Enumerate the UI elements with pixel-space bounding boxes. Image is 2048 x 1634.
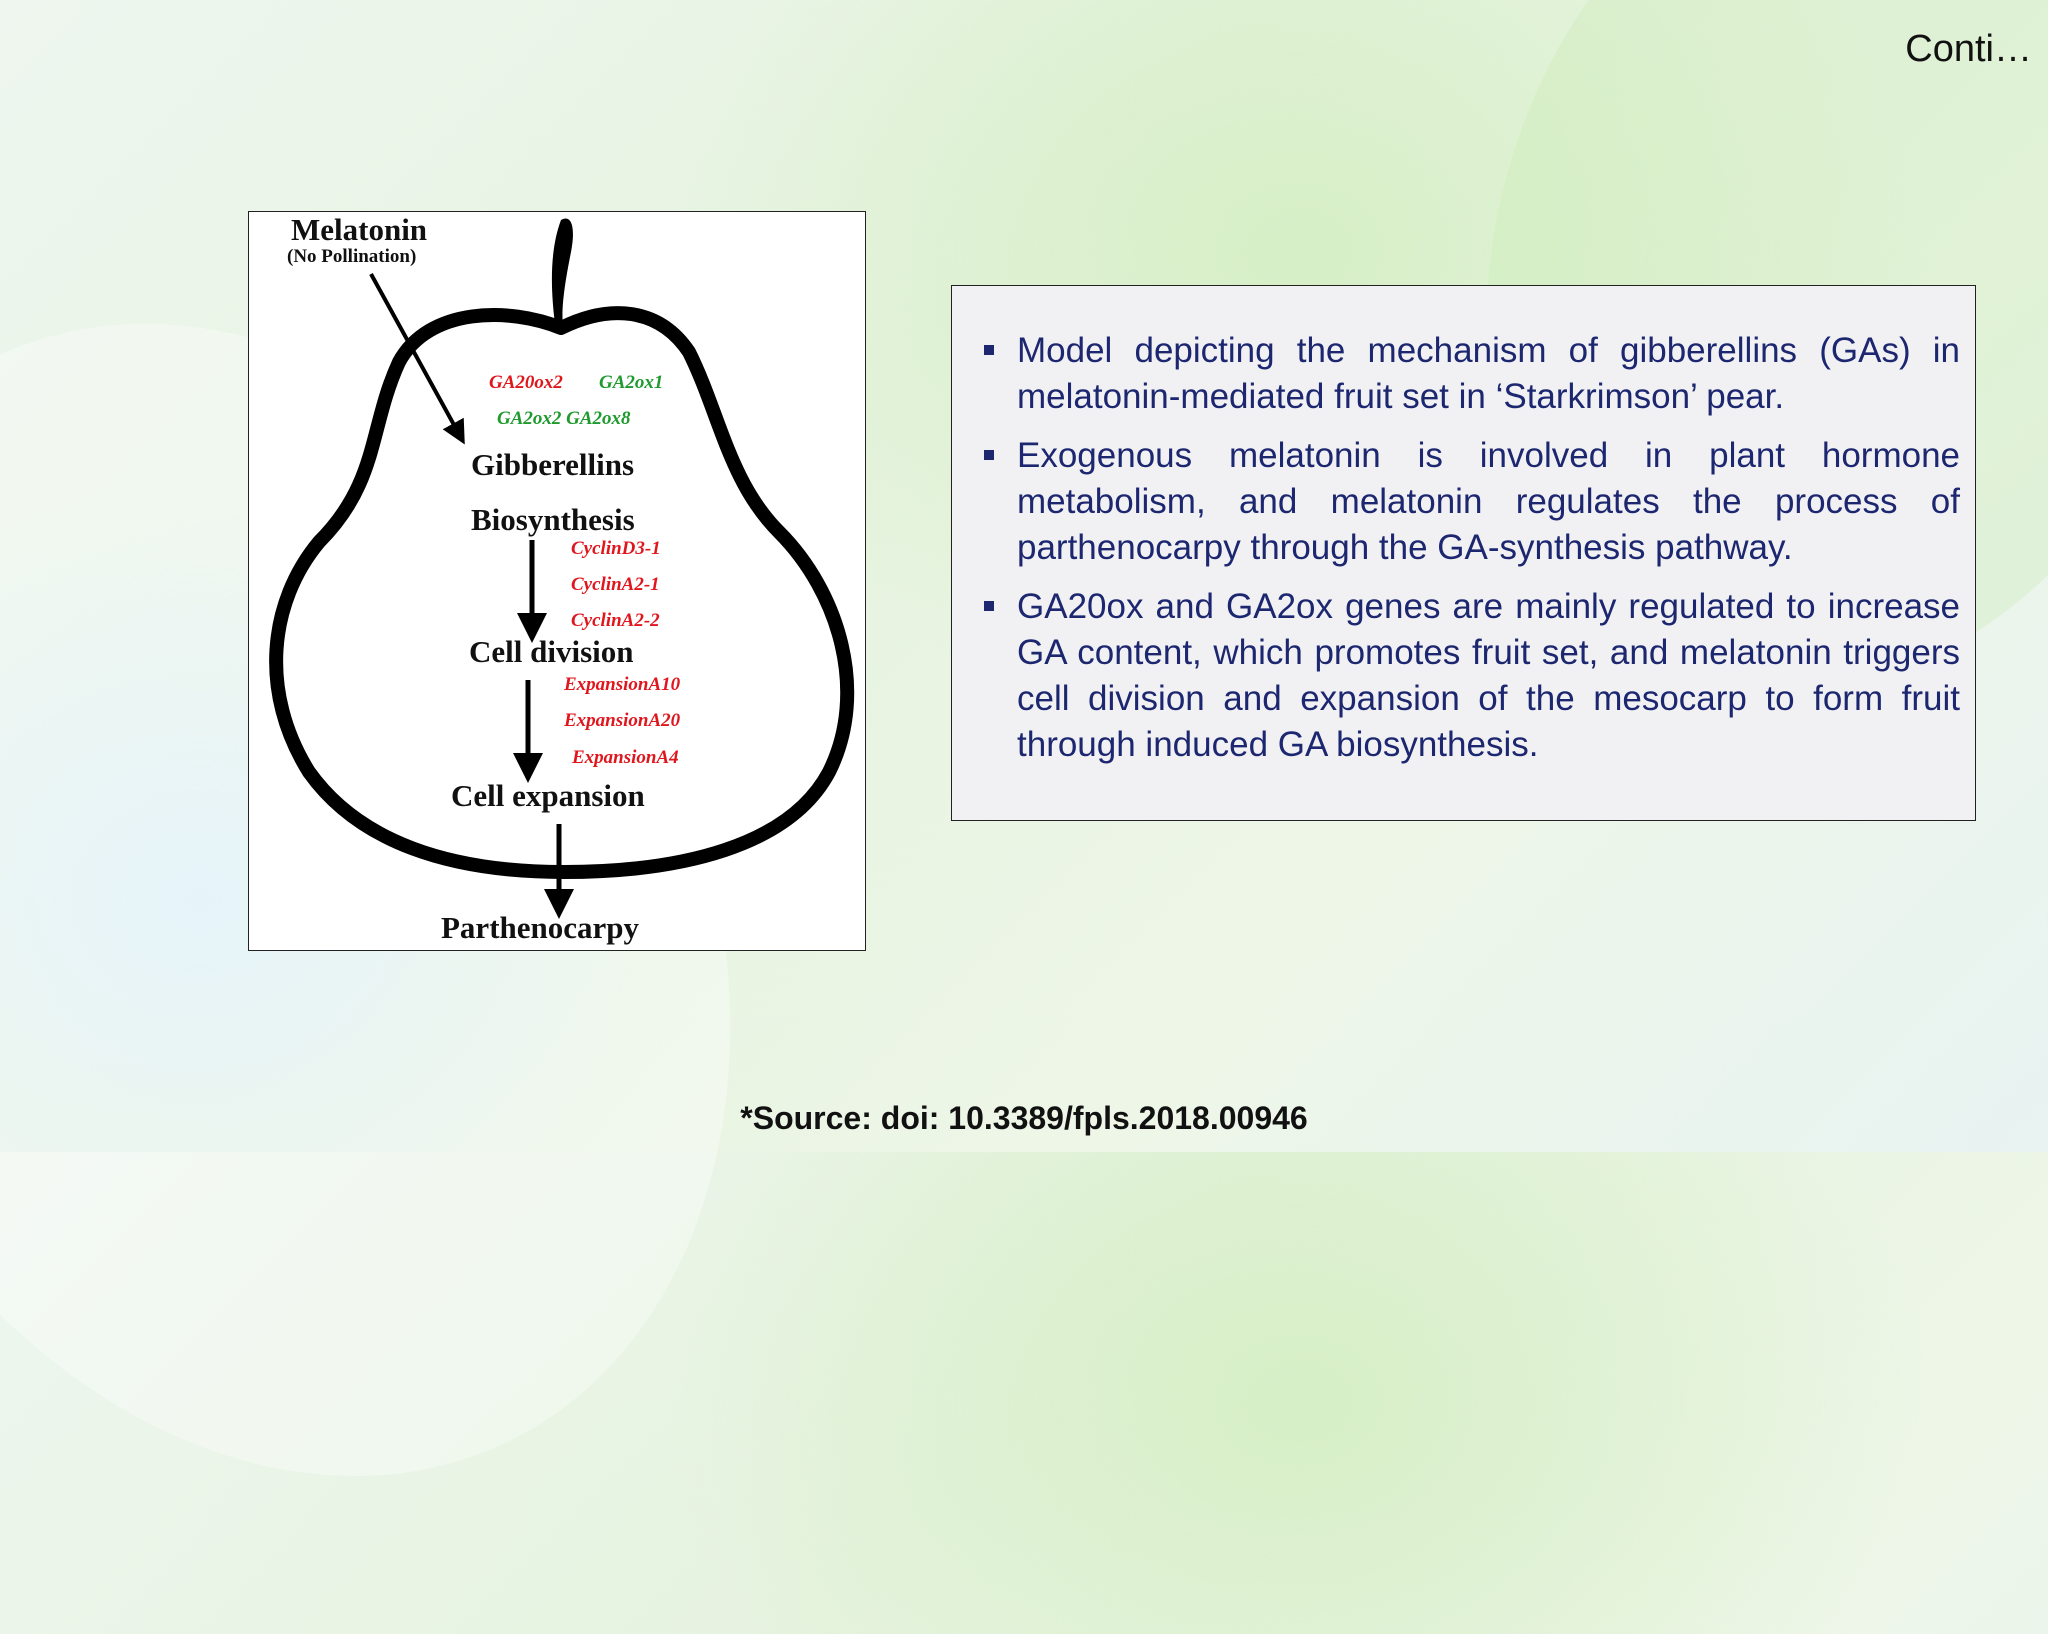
biosynthesis-label: Biosynthesis (471, 502, 635, 537)
gibberellins-label: Gibberellins (471, 447, 635, 482)
gene-cyclin: CyclinA2-1 (571, 574, 660, 595)
bullet-item: GA20ox and GA2ox genes are mainly regula… (967, 584, 1960, 768)
bullet-text: Model depicting the mechanism of gibbere… (1017, 331, 1960, 416)
pear-mechanism-figure: Melatonin (No Pollination) GA20ox2 GA2ox… (248, 211, 866, 951)
gene-expansion: ExpansionA20 (564, 710, 681, 731)
gene-ga20ox2: GA20ox2 (489, 372, 563, 393)
pear-outline-drawing (269, 218, 855, 919)
melatonin-label: Melatonin (291, 212, 428, 247)
bullet-item: Model depicting the mechanism of gibbere… (967, 328, 1960, 420)
gene-expansion: ExpansionA10 (564, 674, 681, 695)
summary-text-box: Model depicting the mechanism of gibbere… (951, 285, 1976, 821)
source-citation: *Source: doi: 10.3389/fpls.2018.00946 (740, 1100, 1308, 1136)
cell-expansion-label: Cell expansion (451, 778, 645, 813)
pear-stem (551, 218, 573, 326)
no-pollination-label: (No Pollination) (287, 246, 417, 267)
bullet-item: Exogenous melatonin is involved in plant… (967, 433, 1960, 571)
arrow-melatonin-to-gibberellins (369, 273, 465, 445)
gene-expansion: ExpansionA4 (572, 747, 679, 768)
gene-cyclin: CyclinA2-2 (571, 610, 660, 631)
square-bullet-icon (984, 450, 994, 460)
pear-body (269, 306, 855, 879)
parthenocarpy-label: Parthenocarpy (441, 910, 640, 945)
gene-ga2ox2-ga2ox8: GA2ox2 GA2ox8 (497, 408, 631, 429)
bullet-list: Model depicting the mechanism of gibbere… (967, 328, 1960, 768)
bullet-text: Exogenous melatonin is involved in plant… (1017, 436, 1960, 567)
gene-ga2ox1: GA2ox1 (599, 372, 664, 393)
bullet-text: GA20ox and GA2ox genes are mainly regula… (1017, 587, 1960, 764)
gene-cyclin: CyclinD3-1 (571, 538, 661, 559)
square-bullet-icon (984, 345, 994, 355)
square-bullet-icon (984, 601, 994, 611)
cell-division-label: Cell division (469, 634, 634, 669)
continued-label: Conti… (1905, 28, 2032, 70)
